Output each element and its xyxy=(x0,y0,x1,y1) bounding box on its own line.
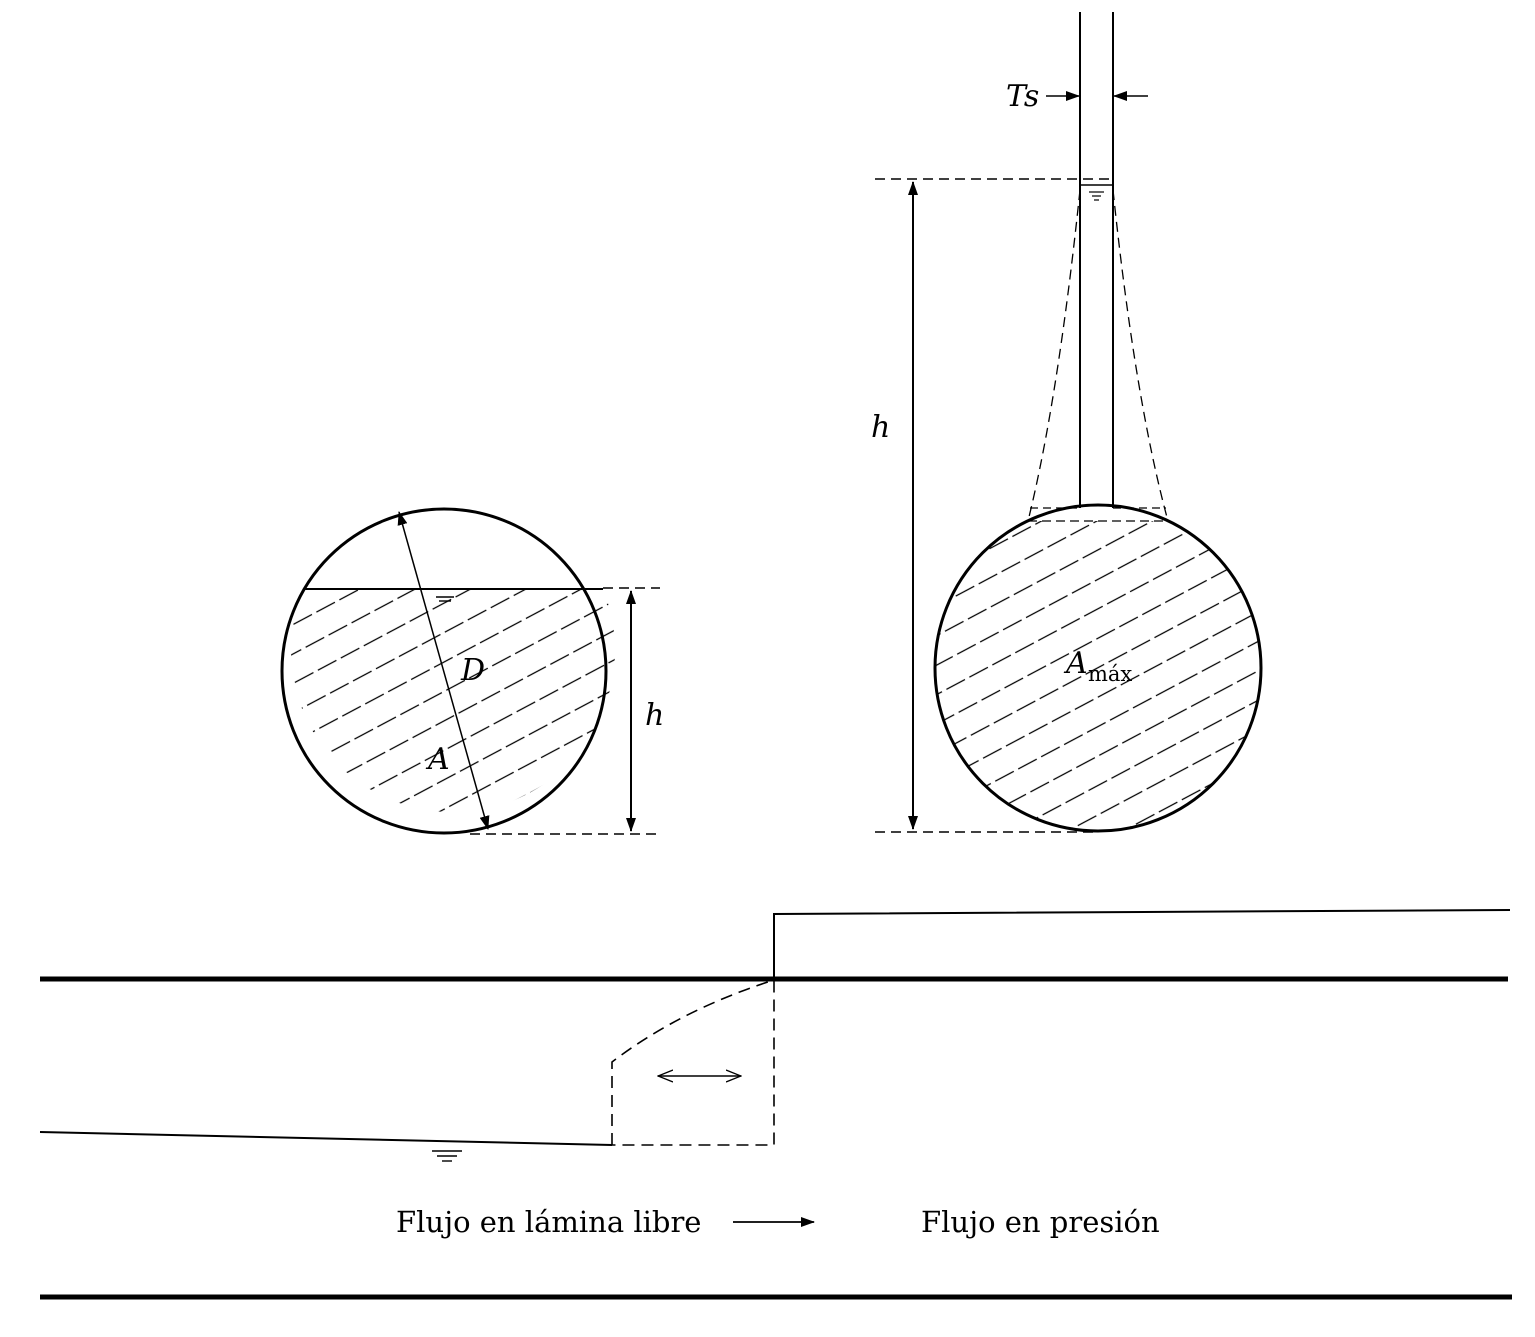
diameter-arrow xyxy=(397,511,490,830)
caption-free-surface: Flujo en lámina libre xyxy=(396,1205,701,1239)
free-surface-line xyxy=(39,1131,613,1146)
diameter-label: D xyxy=(460,653,485,688)
partial-pipe-circle xyxy=(280,507,608,835)
longitudinal-section: Flujo en lámina libre Flujo en presión xyxy=(39,909,1512,1300)
area-label: A xyxy=(425,742,450,777)
pressure-head-line xyxy=(773,909,1511,979)
slot-flare-right xyxy=(1112,189,1169,522)
water-level-icon-slot xyxy=(1089,191,1104,201)
pressurized-pipe-section: Ts h A máx xyxy=(871,12,1263,833)
full-area-hatch xyxy=(935,521,1261,832)
slot-width-label: Ts xyxy=(1006,79,1039,114)
slot-flare-left xyxy=(1027,189,1081,522)
caption-pressure: Flujo en presión xyxy=(921,1205,1160,1239)
area-max-label: A xyxy=(1063,646,1088,681)
transition-front-dashed xyxy=(611,978,775,1146)
partial-pipe-section: D A h xyxy=(280,507,664,835)
partial-wetted-area-hatch xyxy=(291,589,616,813)
full-pipe-circle xyxy=(933,503,1263,833)
water-level-icon-long xyxy=(432,1150,462,1162)
water-level-icon-left xyxy=(436,596,454,602)
area-max-subscript: máx xyxy=(1088,662,1132,686)
depth-label-left: h xyxy=(645,698,664,733)
depth-label-right: h xyxy=(871,410,890,445)
